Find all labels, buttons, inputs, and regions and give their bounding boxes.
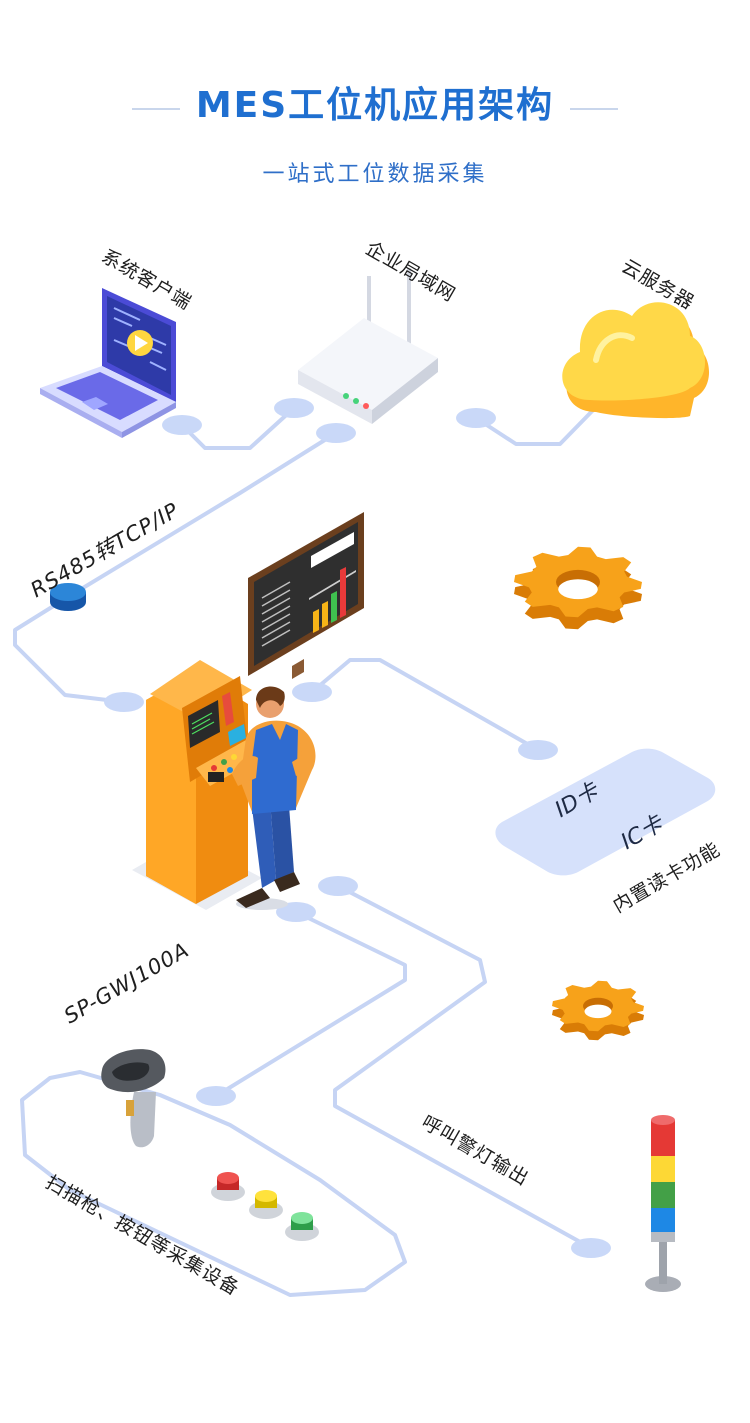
connector-lines — [13, 400, 603, 1297]
node-kiosk-foot — [276, 902, 316, 922]
connector-board-card — [310, 658, 540, 752]
rs485-module-icon — [50, 583, 86, 611]
router-icon — [298, 268, 438, 424]
gear-icon-large — [514, 546, 642, 630]
card-icon — [495, 748, 716, 876]
title-line-right — [570, 108, 618, 110]
title-line-left — [132, 108, 180, 110]
signal-tower-icon — [645, 1115, 681, 1292]
gear-icon-small — [552, 980, 644, 1041]
node-scanner — [196, 1086, 236, 1106]
node-alarm — [571, 1238, 611, 1258]
node-router-bottom — [316, 423, 356, 443]
button-icon — [211, 1172, 319, 1241]
connector-router-rs485 — [13, 431, 338, 704]
node-card — [518, 740, 558, 760]
worker-icon — [208, 686, 316, 910]
node-router-right — [456, 408, 496, 428]
node-router-left — [274, 398, 314, 418]
connector-scanner-loop — [20, 1070, 407, 1297]
kiosk-icon — [132, 660, 262, 910]
connector-client-router — [180, 406, 296, 450]
node-client — [162, 415, 202, 435]
page-subtitle: 一站式工位数据采集 — [262, 162, 488, 187]
scanner-icon — [101, 1049, 166, 1148]
connector-kiosk-alarm — [333, 884, 593, 1250]
laptop-icon — [40, 288, 176, 438]
cloud-icon — [562, 302, 710, 419]
node-board — [292, 682, 332, 702]
page-title: MES工位机应用架构 — [195, 85, 555, 126]
monitor-board-icon — [248, 512, 364, 679]
node-kiosk-left — [104, 692, 144, 712]
node-kiosk-bottom — [318, 876, 358, 896]
connector-kiosk-devices — [214, 910, 407, 1098]
connector-router-cloud — [474, 400, 603, 446]
